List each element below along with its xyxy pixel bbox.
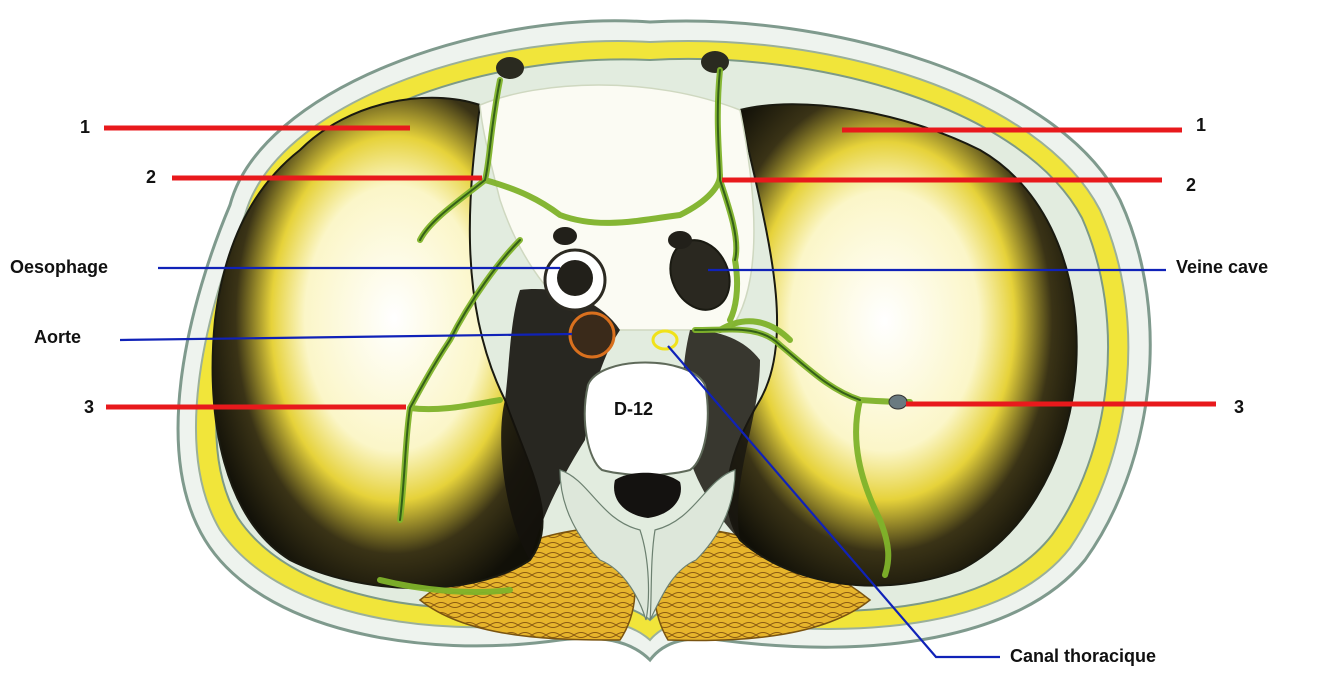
vessel-small-left [553, 227, 577, 245]
label-veine-cave: Veine cave [1176, 258, 1268, 276]
vertebra-body [585, 363, 708, 481]
anterior-node-left [496, 57, 524, 79]
label-vertebra: D-12 [614, 400, 653, 418]
label-3-right: 3 [1234, 398, 1244, 416]
label-2-left: 2 [146, 168, 156, 186]
vessel-small-right [668, 231, 692, 249]
label-canal-thoracique: Canal thoracique [1010, 647, 1156, 665]
label-2-right: 2 [1186, 176, 1196, 194]
label-oesophage: Oesophage [10, 258, 108, 276]
label-3-left: 3 [84, 398, 94, 416]
label-aorte: Aorte [34, 328, 81, 346]
oesophagus-lumen [557, 260, 593, 296]
label-1-left: 1 [80, 118, 90, 136]
aorta-ring [570, 313, 614, 357]
node-right-3 [889, 395, 907, 409]
label-1-right: 1 [1196, 116, 1206, 134]
anterior-node-right [701, 51, 729, 73]
